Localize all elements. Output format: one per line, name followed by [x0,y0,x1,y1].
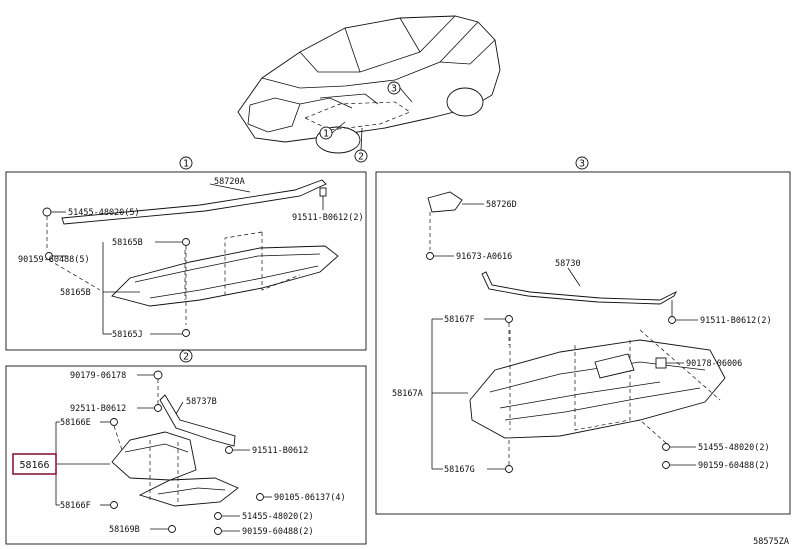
label-58165B-top: 58165B [112,238,143,248]
label-58167A: 58167A [392,389,423,399]
car-overview: 3 1 2 [237,15,501,163]
label-90178-06006: 90178-06006 [686,359,742,369]
label-90179-06178: 90179-06178 [70,371,126,381]
label-58165J: 58165J [112,330,143,340]
label-58167G: 58167G [444,465,475,475]
section-marker-1: 1 [183,159,189,170]
label-51455-48020-2: 51455-48020(2) [242,512,314,522]
label-90159-60488-5: 90159-60488(5) [18,255,90,265]
label-58165B: 58165B [60,288,91,298]
label-90105-06137-4: 90105-06137(4) [274,493,346,503]
panel-2: 90179-06178 58737B 92511-B0612 58166E 58… [5,365,367,545]
label-58166F: 58166F [60,501,91,511]
highlight-box-58166[interactable] [12,453,57,475]
label-58720A: 58720A [214,177,245,187]
panel-1: 58720A 51455-48020(5) 91511-B0612(2) 581… [5,171,367,351]
overview-marker-3: 3 [391,84,397,95]
label-90159-60488-2: 90159-60488(2) [698,461,770,471]
label-92511-B0612: 92511-B0612 [70,404,126,414]
label-58169B: 58169B [109,525,140,535]
section-marker-2: 2 [183,352,189,363]
label-90159-60488-2: 90159-60488(2) [242,527,314,537]
label-91673-A0616: 91673-A0616 [456,252,512,262]
panel-3: 58726D 91673-A0616 58730 58167F 91511-B0… [375,171,791,515]
label-58737B: 58737B [186,397,217,407]
label-58730: 58730 [555,259,581,269]
label-91511-B0612: 91511-B0612 [252,446,308,456]
section-marker-3: 3 [579,159,585,170]
diagram-id: 58575ZA [753,537,789,547]
label-58726D: 58726D [486,200,517,210]
label-51455-48020-5: 51455-48020(5) [68,208,140,218]
label-91511-B0612-2: 91511-B0612(2) [292,213,364,223]
label-51455-48020-2: 51455-48020(2) [698,443,770,453]
label-58166E: 58166E [60,418,91,428]
overview-marker-2: 2 [358,152,364,163]
label-58166[interactable]: 58166 [19,460,49,471]
label-58167F: 58167F [444,315,475,325]
overview-marker-1: 1 [323,129,329,140]
label-91511-B0612-2: 91511-B0612(2) [700,316,772,326]
